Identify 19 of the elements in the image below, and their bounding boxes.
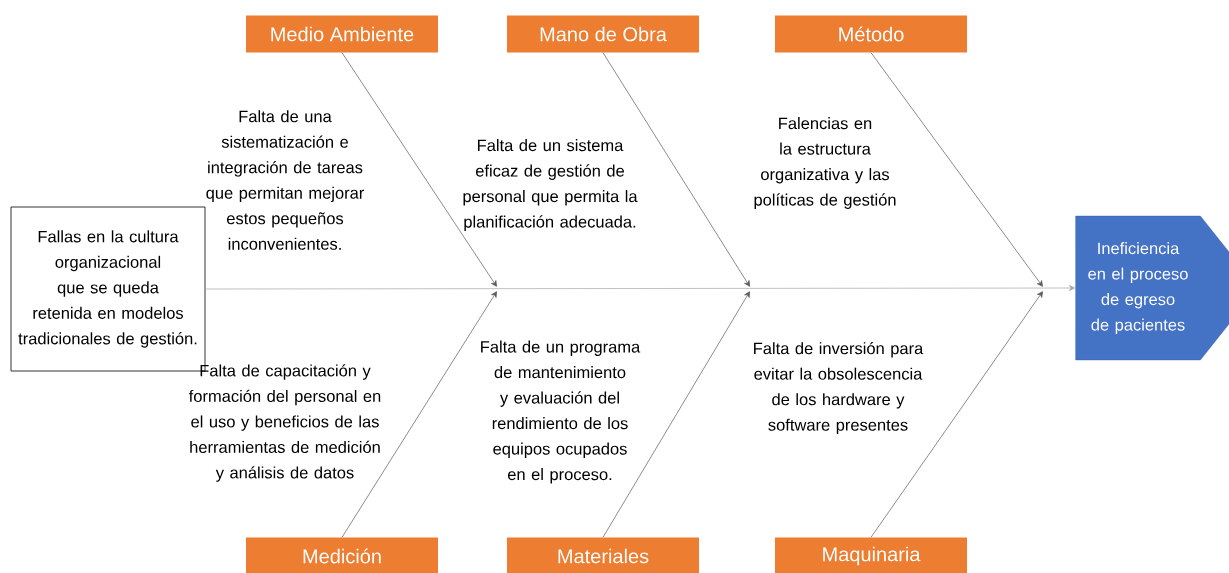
arrow <box>205 285 1075 291</box>
category-box: Medición <box>246 537 438 573</box>
arrow <box>870 52 1043 287</box>
cause-text: Falta de un sistema eficaz de gestión de personal que permita la planificación adecuada. <box>463 139 638 231</box>
category-box: Mano de Obra <box>507 15 699 53</box>
category-box: Medio Ambiente <box>246 15 438 53</box>
arrow <box>602 291 750 538</box>
category-box: Método <box>775 15 967 53</box>
effect-arrow-box: Ineficiencia en el proceso de egreso de pacientes <box>1075 215 1229 361</box>
cause-text: Falta de un programa de mantenimiento y evaluación del rendimiento de los equipos ocupados en el proceso. <box>481 340 641 484</box>
category-box: Materiales <box>507 537 699 573</box>
arrow <box>870 291 1043 538</box>
cause-text: Falencias en la estructura organizativa y las políticas de gestión <box>754 117 896 209</box>
arrow <box>341 291 497 538</box>
category-box: Maquinaria <box>775 537 967 573</box>
arrow <box>341 52 497 287</box>
arrow <box>602 52 750 287</box>
cause-text: Falta de inversión para evitar la obsolescencia de los hardware y software presentes <box>754 341 924 435</box>
cause-text: Falta de una sistematización e integración de tareas que permitan mejorar estos pequeños inconvenientes. <box>206 110 364 250</box>
